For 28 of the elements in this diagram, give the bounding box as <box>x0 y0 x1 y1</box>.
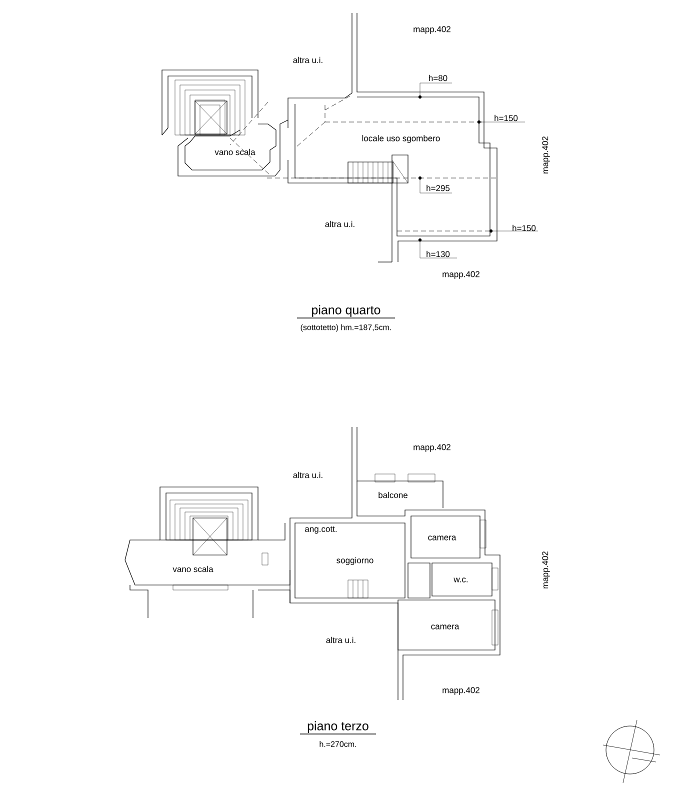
room-label: ang.cott. <box>305 526 337 534</box>
height-label: h=130 <box>426 250 450 258</box>
height-label: h=150 <box>494 114 518 122</box>
room-label: camera <box>428 536 456 540</box>
room-label: vano scala <box>172 566 214 572</box>
parcel-label: mapp.402 <box>442 687 480 695</box>
height-note: (sottotetto) hm.=187,5cm. <box>300 324 391 332</box>
room-label: w.c. <box>454 578 468 582</box>
plan-title: piano terzo <box>308 721 368 733</box>
plan-title: piano quarto <box>312 305 380 317</box>
height-note: h.=270cm. <box>320 741 356 747</box>
parcel-label: mapp.402 <box>414 444 450 452</box>
room-label: camera <box>431 624 460 630</box>
area-label: altra u.i. <box>293 56 322 64</box>
height-label: h=295 <box>426 184 450 192</box>
area-label: altra u.i. <box>326 636 356 644</box>
room-label: vano scala <box>214 148 256 156</box>
height-label: h=150 <box>512 224 536 232</box>
room-label: balcone <box>378 492 408 498</box>
height-label: h=80 <box>429 74 448 82</box>
area-label: altra u.i. <box>293 472 322 478</box>
area-label: altra u.i. <box>325 220 354 228</box>
room-label: locale uso sgombero <box>362 135 440 143</box>
parcel-label: mapp.402 <box>542 136 550 174</box>
parcel-label: mapp.402 <box>442 271 480 279</box>
room-label: soggiorno <box>336 557 374 565</box>
parcel-label: mapp.402 <box>414 26 450 34</box>
parcel-label: mapp.402 <box>542 552 550 588</box>
